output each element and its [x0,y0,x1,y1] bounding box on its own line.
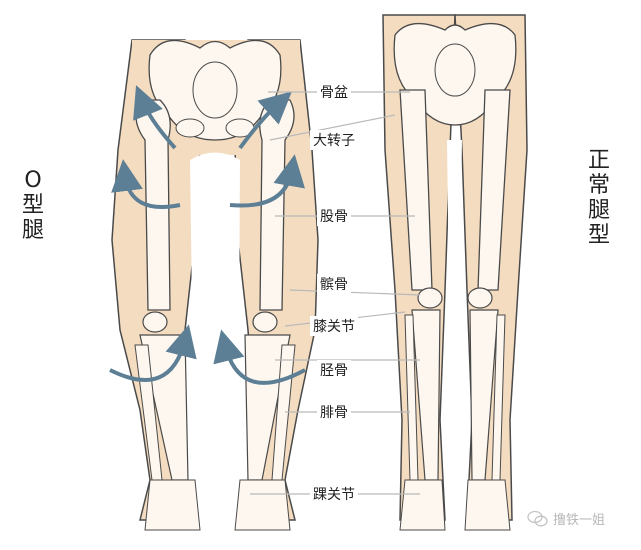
watermark: 撸铁一姐 [527,509,605,528]
watermark-text: 撸铁一姐 [553,513,606,528]
rotation-arrows [109,85,306,385]
normal-leg-figure [382,14,528,531]
label-greater-trochanter: 大转子 [310,130,358,150]
label-fibula: 腓骨 [317,402,351,422]
label-patella: 髌骨 [317,274,351,294]
o-leg-figure [109,39,319,531]
o-leg-title: O型腿 [21,168,44,243]
label-tibia: 胫骨 [317,360,351,380]
label-femur: 股骨 [317,206,351,226]
label-knee-joint: 膝关节 [310,316,358,336]
normal-leg-title: 正常腿型 [587,148,610,248]
label-ankle-joint: 踝关节 [310,484,358,504]
wechat-icon [527,510,548,526]
label-pelvis: 骨盆 [317,82,351,102]
